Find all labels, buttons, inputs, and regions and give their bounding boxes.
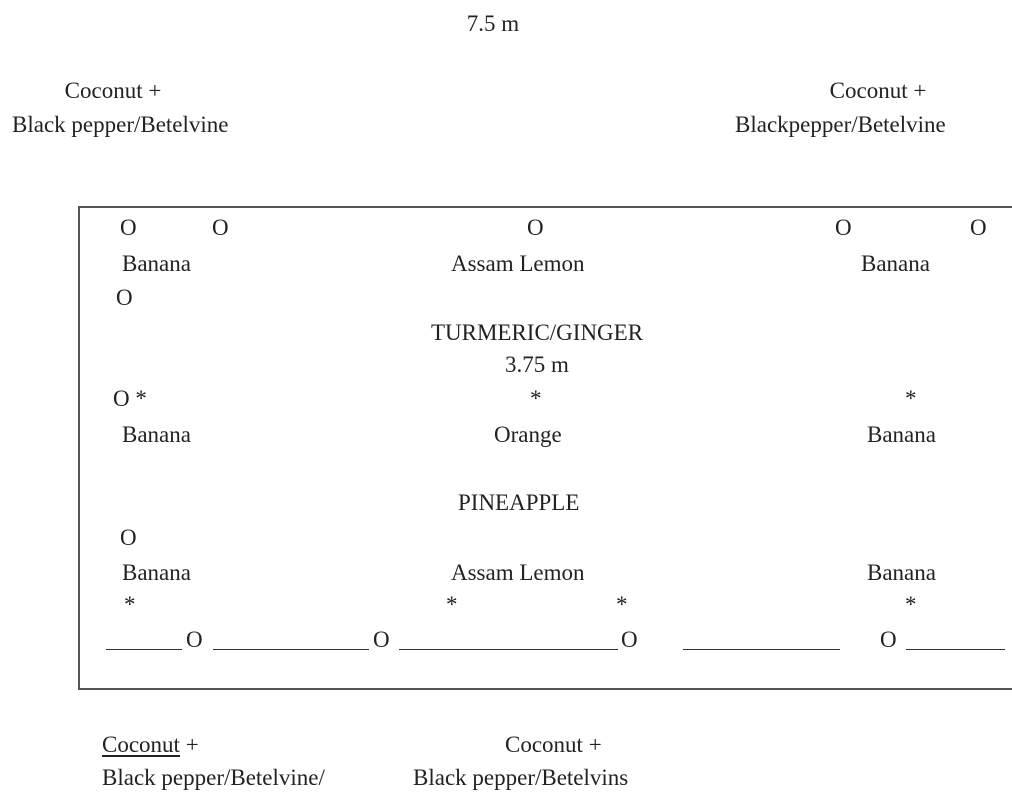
boundary-line (906, 649, 1005, 650)
crop-label-row1-right: Banana (861, 251, 930, 276)
plant-marker: O * (113, 386, 147, 411)
crop-label-row1-left: Banana (122, 251, 191, 276)
plant-marker: * (124, 592, 136, 617)
plant-marker: O (116, 285, 133, 310)
boundary-line (106, 649, 182, 650)
plant-marker: O (835, 215, 852, 240)
width-label: 7.5 m (466, 11, 520, 36)
corner-label-bottom-left-word: Coconut (102, 732, 180, 757)
crop-label-row3-center: Assam Lemon (451, 560, 585, 585)
plant-marker: O (527, 215, 544, 240)
corner-label-bottom-center-line1: Coconut + (505, 732, 602, 757)
plant-marker: O (120, 525, 137, 550)
corner-label-top-right-line2: Blackpepper/Betelvine (735, 112, 946, 137)
plant-marker: * (905, 592, 917, 617)
intercrop-label-2: PINEAPPLE (458, 490, 580, 515)
corner-label-top-left-line1: Coconut + (64, 78, 162, 103)
plant-marker: O (621, 627, 638, 652)
plant-marker: O (186, 627, 203, 652)
corner-label-bottom-left-suffix: + (179, 732, 199, 757)
plant-marker: O (212, 215, 229, 240)
crop-label-row2-right: Banana (867, 422, 936, 447)
corner-label-bottom-left-line2: Black pepper/Betelvine/ (102, 765, 325, 790)
plant-marker: O (373, 627, 390, 652)
plant-marker: * (530, 386, 542, 411)
crop-label-row3-left: Banana (122, 560, 191, 585)
corner-label-bottom-left-line1: Coconut + (102, 733, 199, 756)
corner-label-top-left-line2: Black pepper/Betelvine (12, 112, 229, 137)
plot-boundary (78, 206, 1012, 690)
plant-marker: * (446, 592, 458, 617)
plant-marker: O (880, 627, 897, 652)
intercrop-label-1: TURMERIC/GINGER (430, 320, 644, 345)
plant-marker: O (970, 215, 987, 240)
crop-label-row3-right: Banana (867, 560, 936, 585)
corner-label-top-right-line1: Coconut + (829, 78, 927, 103)
inner-spacing-label: 3.75 m (505, 352, 569, 377)
plant-marker: O (120, 215, 137, 240)
plant-marker: * (905, 386, 917, 411)
crop-label-row2-center: Orange (494, 422, 562, 447)
boundary-line (683, 649, 840, 650)
crop-label-row2-left: Banana (122, 422, 191, 447)
plant-marker: * (616, 592, 628, 617)
crop-label-row1-center: Assam Lemon (451, 251, 585, 276)
boundary-line (399, 649, 618, 650)
corner-label-bottom-center-line2: Black pepper/Betelvins (413, 765, 629, 790)
boundary-line (213, 649, 369, 650)
